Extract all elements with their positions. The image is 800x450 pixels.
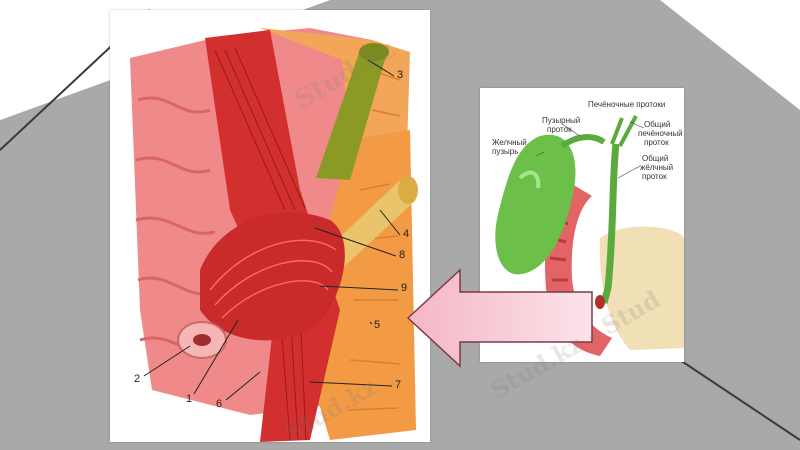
common-bile-duct (316, 50, 386, 180)
callout-4: 4 (403, 228, 410, 240)
label-gallbladder-2: пузырь (492, 147, 519, 156)
label-common-bile-2: жёлчный (640, 163, 674, 172)
left-figure-panel: 3 4 8 9 5 7 6 2 1 (110, 10, 430, 442)
callout-3: 3 (397, 69, 404, 81)
bile-duct-opening (359, 43, 389, 61)
label-cystic-duct-2: проток (547, 125, 572, 134)
callout-1: 1 (186, 393, 193, 405)
right-leader-lines (535, 121, 645, 179)
gallbladder-highlight (518, 170, 541, 189)
duct-papilla (595, 295, 605, 309)
papilla-orifice (193, 334, 211, 346)
leader-lines (143, 59, 401, 401)
gallbladder (495, 134, 576, 275)
pancreatic-duct-opening (398, 176, 418, 204)
fat-lobules (347, 69, 401, 411)
sphincter-muscle (200, 212, 345, 341)
label-cystic-duct-1: Пузырный (542, 116, 581, 125)
label-hepatic-ducts: Печёночные протоки (588, 100, 666, 109)
label-common-bile-3: проток (642, 172, 667, 181)
sphincter-fibers (209, 239, 337, 319)
label-common-hepatic-3: проток (644, 138, 669, 147)
callout-8: 8 (399, 249, 406, 261)
callout-7: 7 (395, 379, 402, 391)
pancreas (599, 226, 684, 350)
label-gallbladder-1: Желчный (492, 138, 527, 147)
callout-9: 9 (401, 282, 408, 294)
right-figure-panel: Печёночные протоки Пузырный проток Желчн… (480, 88, 684, 362)
common-bile-duct-right (600, 143, 620, 304)
muscle-fibers (214, 47, 307, 441)
callout-5: 5 (374, 319, 381, 331)
sphincter-illustration (130, 28, 418, 442)
label-common-hepatic-2: печёночный (638, 129, 683, 138)
label-common-hepatic-1: Общий (644, 120, 671, 129)
mucosal-folds (135, 96, 221, 355)
label-common-bile-1: Общий (642, 154, 669, 163)
callout-6: 6 (216, 398, 223, 410)
callout-2: 2 (134, 373, 141, 385)
cystic-duct (560, 134, 606, 149)
hepatic-ducts (610, 115, 638, 147)
